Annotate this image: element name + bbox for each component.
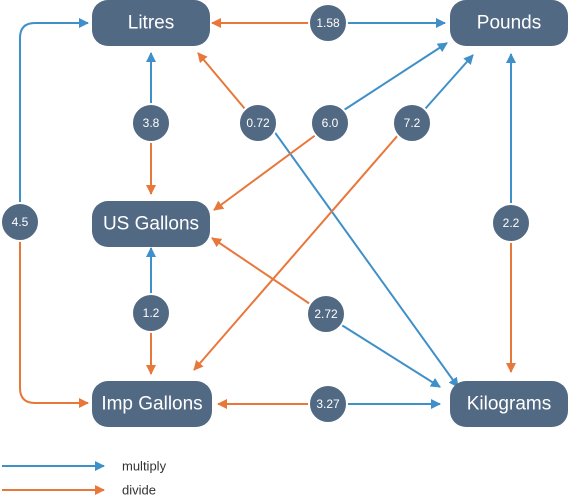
factor-badge-litres-kg: 0.72 (238, 103, 278, 143)
arrow-kg-to-litres-divide (197, 52, 246, 110)
node-imp-gallons-label: Imp Gallons (101, 394, 202, 415)
arrow-kg-to-usgal-divide (211, 237, 311, 305)
factor-badge-litres-pounds: 1.58 (308, 3, 348, 43)
factor-value: 1.58 (316, 16, 340, 30)
node-us-gallons-label: US Gallons (103, 214, 199, 235)
legend-divide-label: divide (122, 483, 156, 498)
node-pounds: Pounds (450, 0, 568, 46)
arrow-pounds-to-impgal-divide (193, 133, 400, 371)
factor-value: 3.8 (143, 116, 160, 130)
factor-value: 0.72 (246, 116, 270, 130)
factor-value: 2.72 (314, 307, 338, 321)
factor-badge-impgal-pounds: 7.2 (392, 103, 432, 143)
node-kilograms-label: Kilograms (467, 394, 551, 415)
node-litres: Litres (92, 0, 210, 46)
arrow-usgal-to-pounds-multiply (343, 42, 448, 111)
factor-badge-litres-usgal: 3.8 (131, 103, 171, 143)
legend-multiply-label: multiply (122, 459, 167, 474)
node-kilograms: Kilograms (450, 381, 568, 427)
factor-value: 7.2 (404, 116, 421, 130)
factor-badge-usgal-kg: 2.72 (306, 294, 346, 334)
factor-value: 3.27 (316, 397, 340, 411)
factor-badge-impgal-kg: 3.27 (308, 384, 348, 424)
factor-badge-impgal-litres: 4.5 (0, 202, 40, 242)
node-litres-label: Litres (128, 13, 174, 34)
arrow-pounds-to-usgal-divide (213, 133, 318, 211)
legend: multiply divide (2, 459, 167, 498)
arrow-impgal-to-litres-multiply (19, 18, 89, 206)
factor-value: 2.2 (503, 216, 520, 230)
node-us-gallons: US Gallons (92, 201, 210, 247)
node-pounds-label: Pounds (477, 13, 541, 34)
arrow-litres-to-impgal-divide (19, 238, 89, 408)
factor-badge-usgal-pounds: 6.0 (310, 103, 350, 143)
node-imp-gallons: Imp Gallons (92, 381, 212, 427)
arrow-usgal-to-kg-multiply (339, 323, 441, 388)
arrow-impgal-to-pounds-multiply (424, 54, 474, 110)
factor-value: 1.2 (143, 306, 160, 320)
factor-value: 6.0 (322, 116, 339, 130)
factor-badge-usgal-impgal: 1.2 (131, 293, 171, 333)
arrow-litres-to-kg-multiply (270, 126, 459, 388)
factor-badge-pounds-kg: 2.2 (491, 203, 531, 243)
factor-value: 4.5 (12, 215, 29, 229)
